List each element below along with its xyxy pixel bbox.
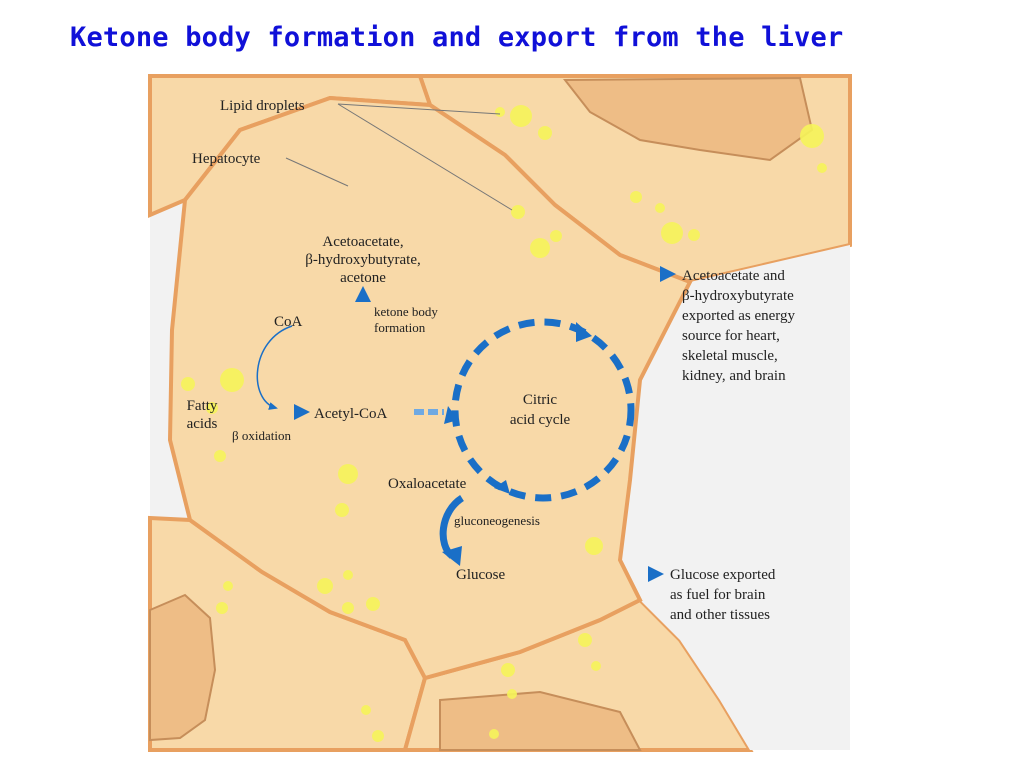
label-coa: CoA — [274, 314, 303, 330]
beta-oxidation-arrowhead — [294, 404, 310, 420]
label-acetyl-coa: Acetyl-CoA — [314, 406, 387, 422]
coa-curve-arrow — [256, 325, 293, 410]
cell-right-strip — [620, 245, 850, 750]
label-citric-acid-cycle-1: Citric — [523, 392, 558, 408]
lipid-droplets — [181, 105, 827, 742]
label-ketone-products-2: β-hydroxybutyrate, — [305, 252, 421, 268]
label-lipid-droplets: Lipid droplets — [220, 98, 305, 114]
leader-lines — [285, 103, 513, 211]
label-fatty-acids-2: acids — [187, 416, 218, 432]
label-beta-oxidation: β oxidation — [232, 428, 291, 443]
cycle-arrowhead-top — [576, 322, 592, 342]
nucleus-bottom-left — [149, 593, 217, 742]
label-ketone-formation-1: ketone body — [374, 304, 438, 319]
label-glucose: Glucose — [456, 567, 505, 583]
label-citric-acid-cycle-2: acid cycle — [510, 412, 571, 428]
label-ketone-export-3: exported as energy — [682, 308, 796, 324]
label-ketone-export-1: Acetoacetate and — [682, 268, 785, 284]
label-ketone-formation-2: formation — [374, 320, 426, 335]
label-glucose-export-2: as fuel for brain — [670, 587, 766, 603]
label-glucose-export-3: and other tissues — [670, 607, 770, 623]
label-ketone-export-5: skeletal muscle, — [682, 348, 778, 364]
cycle-arrowhead-bottom — [494, 480, 510, 494]
glucose-export-arrowhead — [648, 566, 664, 582]
hepatocyte-main — [167, 95, 693, 681]
slide-title: Ketone body formation and export from th… — [70, 22, 844, 53]
label-hepatocyte: Hepatocyte — [192, 151, 261, 167]
label-ketone-export-6: kidney, and brain — [682, 368, 786, 384]
citric-acid-cycle-ring — [451, 318, 635, 502]
ketone-formation-arrowhead — [355, 286, 371, 302]
label-ketone-export-2: β-hydroxybutyrate — [682, 288, 794, 304]
nucleus-top-right — [562, 76, 814, 162]
ketone-export-arrowhead — [660, 266, 676, 282]
label-fatty-acids-1: Fatty — [187, 398, 218, 414]
label-oxaloacetate: Oxaloacetate — [388, 476, 467, 492]
label-ketone-products-1: Acetoacetate, — [322, 234, 403, 250]
label-ketone-export-4: source for heart, — [682, 328, 780, 344]
label-ketone-products-3: acetone — [340, 270, 386, 286]
cycle-arrowhead-left — [444, 406, 458, 424]
label-gluconeogenesis: gluconeogenesis — [454, 513, 540, 528]
gluconeogenesis-arrowhead — [442, 546, 462, 566]
label-glucose-export-1: Glucose exported — [670, 567, 776, 583]
